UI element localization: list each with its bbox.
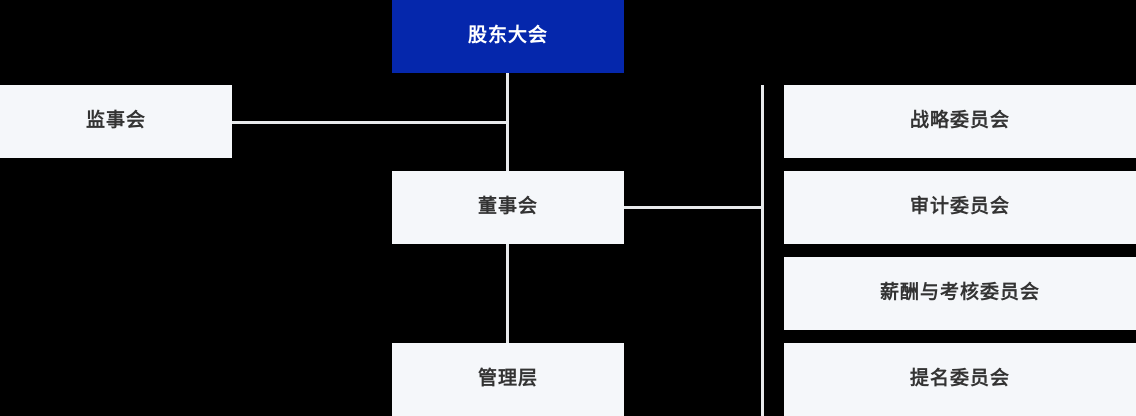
connector-board-to-committee-rail [624, 206, 764, 209]
node-management-label: 管理层 [477, 368, 538, 390]
node-committee-audit-label: 审计委员会 [909, 196, 1010, 218]
node-supervisory-board-label: 监事会 [85, 110, 146, 132]
connector-committee-rail [761, 85, 764, 416]
node-board-of-directors-label: 董事会 [477, 196, 538, 218]
node-management[interactable]: 管理层 [392, 343, 624, 416]
node-shareholders-meeting[interactable]: 股东大会 [392, 0, 624, 73]
node-shareholders-meeting-label: 股东大会 [467, 25, 548, 47]
node-committee-audit[interactable]: 审计委员会 [784, 171, 1136, 244]
node-committee-nomination-label: 提名委员会 [909, 368, 1010, 390]
node-committee-nomination[interactable]: 提名委员会 [784, 343, 1136, 416]
connector-board-to-management [506, 244, 509, 343]
node-committee-remuneration[interactable]: 薪酬与考核委员会 [784, 257, 1136, 330]
node-committee-strategy-label: 战略委员会 [909, 110, 1010, 132]
connector-supervisory-to-spine [232, 121, 509, 124]
node-committee-strategy[interactable]: 战略委员会 [784, 85, 1136, 158]
node-board-of-directors[interactable]: 董事会 [392, 171, 624, 244]
node-committee-remuneration-label: 薪酬与考核委员会 [879, 282, 1040, 304]
node-supervisory-board[interactable]: 监事会 [0, 85, 232, 158]
